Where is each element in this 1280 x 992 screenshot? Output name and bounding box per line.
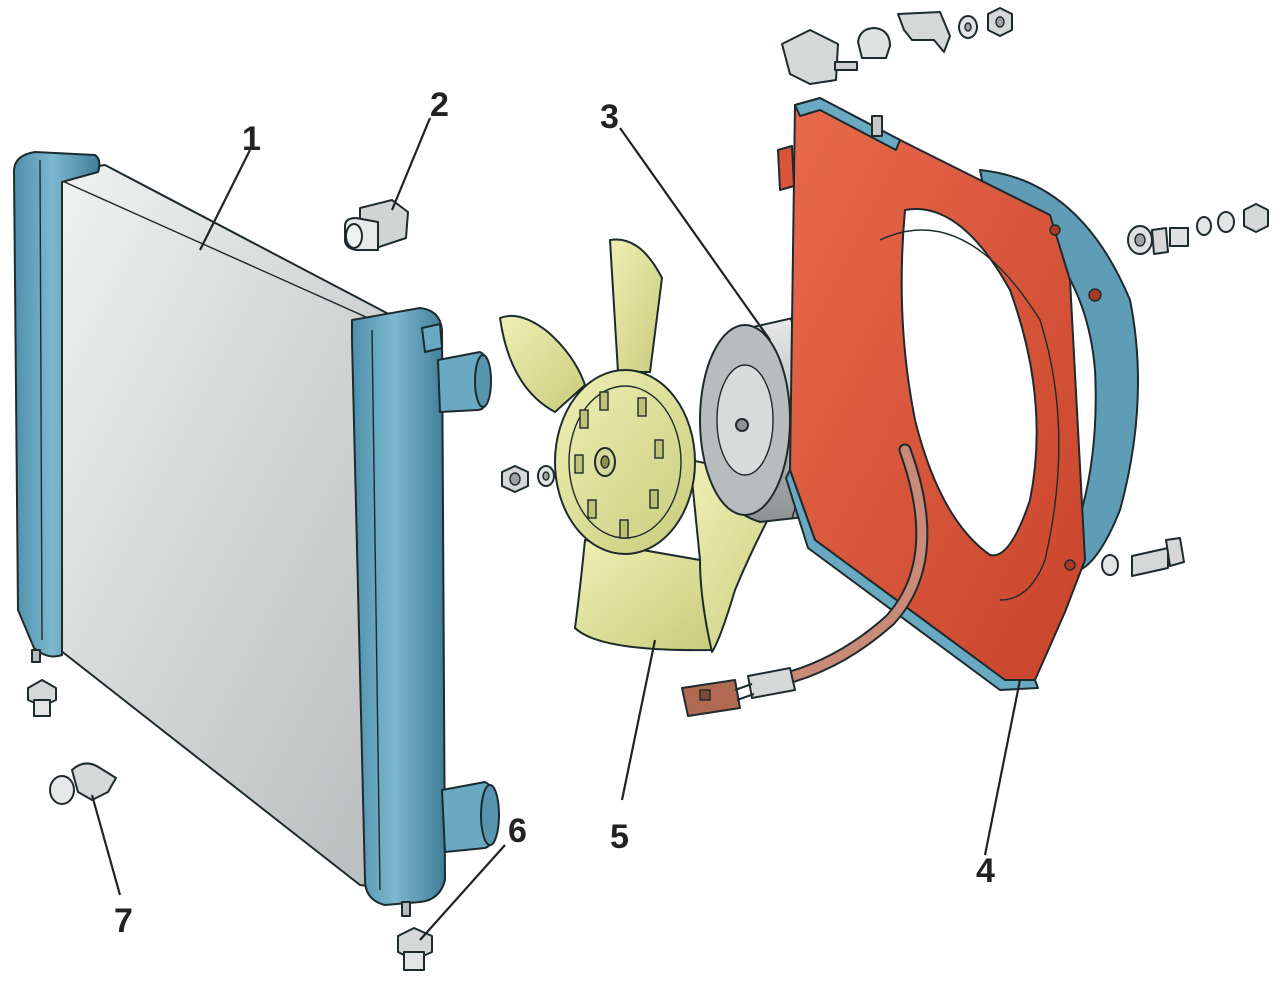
fan-impeller [499,238,791,653]
fan-shroud [777,97,1139,691]
radiator-right-tank [351,307,446,906]
shroud-opening [900,208,1038,557]
motor-wire-connector [681,443,929,717]
callout-3: 3 [600,98,619,136]
radiator-mount-bushing-left [27,679,57,717]
callout-6: 6 [508,812,527,850]
fan-nut-washer [501,465,555,493]
top-mounting-hardware [781,7,1013,85]
radiator-mount-bushing-right [397,927,433,971]
callout-5: 5 [610,818,629,856]
callout-7: 7 [114,902,133,940]
leader-lines [90,117,1022,941]
side-mounting-hardware [1101,203,1269,577]
radiator-left-tank [13,151,101,658]
callout-labels: 1 2 3 4 5 6 7 [114,86,995,940]
callout-2: 2 [430,86,449,124]
callout-1: 1 [242,120,261,158]
radiator [13,151,500,917]
drain-plug [49,762,117,805]
callout-4: 4 [976,852,995,890]
radiator-cap-plug [344,199,409,251]
